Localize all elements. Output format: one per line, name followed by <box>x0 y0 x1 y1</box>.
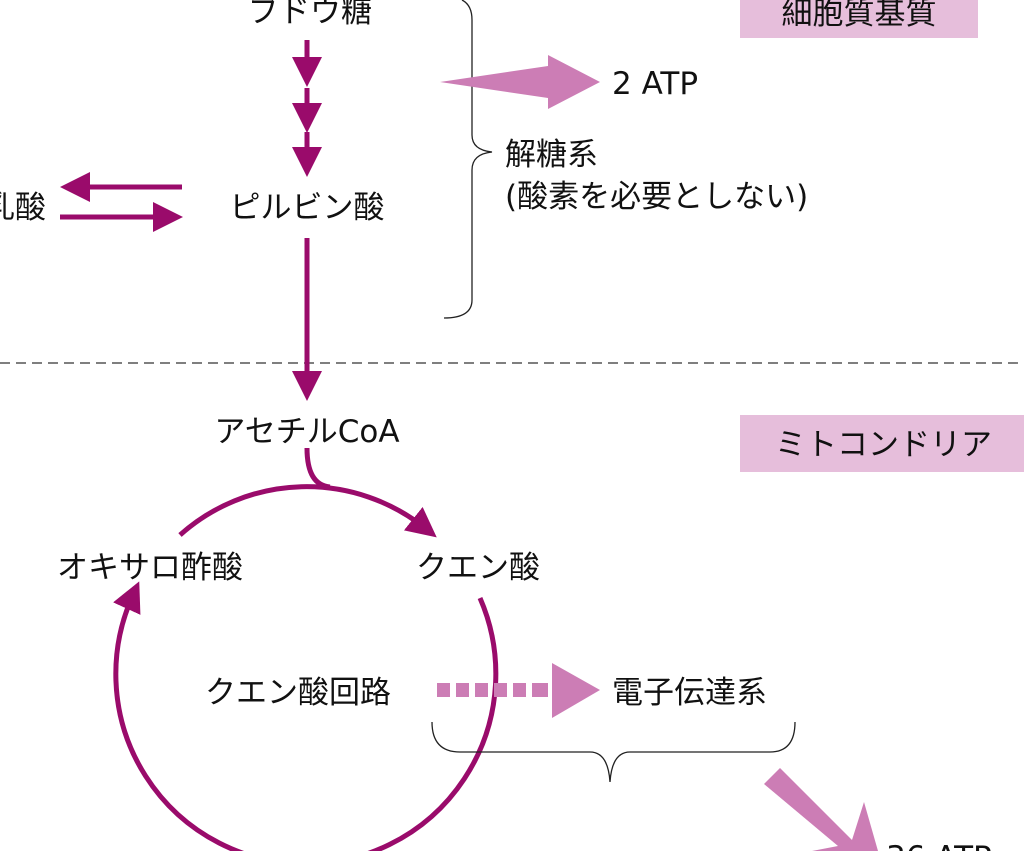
atp-arrow-glycolysis <box>440 55 600 109</box>
electron-transfer-arrow <box>437 663 600 718</box>
glycolysis-name: 解糖系 <box>505 137 598 173</box>
node-citric-cycle: クエン酸回路 <box>205 675 391 711</box>
citric-acid-cycle-ring <box>113 484 499 851</box>
node-lactate: 乳酸 <box>0 190 46 226</box>
node-glucose: ブドウ糖 <box>248 0 372 30</box>
node-pyruvate: ピルビン酸 <box>230 190 385 226</box>
yield-glycolysis: 2 ATP <box>612 66 698 102</box>
node-citrate: クエン酸 <box>416 550 540 586</box>
yield-aerobic: 36 ATP <box>886 840 992 851</box>
cycle-brace <box>431 721 796 783</box>
node-oxaloacetate: オキサロ酢酸 <box>57 550 243 586</box>
glycolysis-note: (酸素を必要としない) <box>505 179 808 215</box>
glycolysis-brace <box>443 0 493 319</box>
region-label-mitochondria: ミトコンドリア <box>740 415 1024 472</box>
atp-arrow-aerobic <box>764 768 878 851</box>
svg-text:細胞質基質: 細胞質基質 <box>782 0 937 32</box>
node-acetyl-coa: アセチルCoA <box>214 414 399 450</box>
node-electron-transport: 電子伝達系 <box>612 675 767 711</box>
region-label-cytoplasm: 細胞質基質 <box>740 0 978 38</box>
svg-text:ミトコンドリア: ミトコンドリア <box>775 427 992 463</box>
